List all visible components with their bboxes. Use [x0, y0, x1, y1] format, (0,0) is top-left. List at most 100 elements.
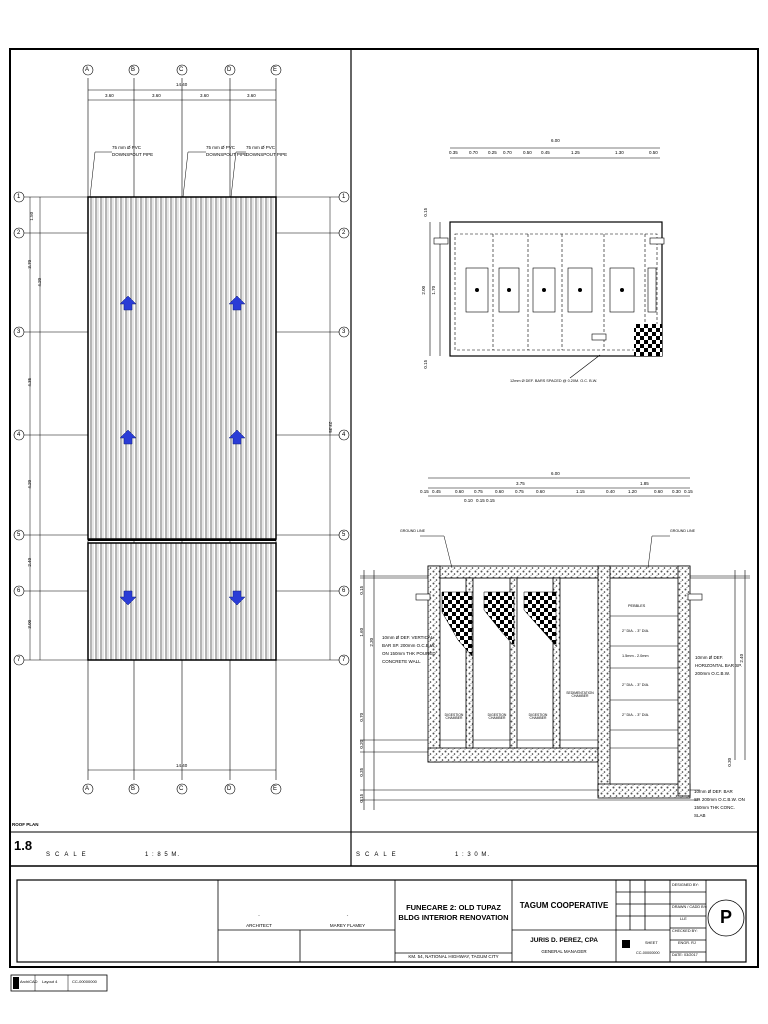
grid-row-4-right: 4	[342, 432, 346, 438]
grid-row-5-right: 5	[342, 532, 346, 538]
roof-top-dim-4: 3.60	[247, 93, 256, 98]
grid-row-3: 3	[17, 329, 21, 335]
section-overall: 6.00	[551, 471, 560, 476]
drawn-by-label: DRAWN / CADD BY:	[672, 905, 708, 909]
tank-plan-left-dim-4: 0.15	[423, 359, 429, 369]
section-top-dim-2: 0.45	[432, 489, 441, 494]
section-scale-word: SCALE	[356, 852, 401, 858]
section-top-dim-9: 0.40	[606, 489, 615, 494]
section-small-dim-1: 0.10	[464, 498, 473, 503]
section-dim-a: 3.75	[516, 481, 525, 486]
grid-col-a-bottom: A	[85, 786, 90, 792]
grid-row-4: 4	[17, 432, 21, 438]
chamber-label-1: DIGESTION CHAMBER	[444, 713, 464, 721]
sheet-code-value: CC-00000000	[636, 951, 660, 955]
chamber-label-3: DIGESTION CHAMBER	[528, 713, 548, 721]
checked-by-label: CHECKED BY:	[672, 929, 698, 933]
tank-plan-dim-2: 0.70	[469, 150, 478, 155]
checked-by-value: ENGR. RJ	[678, 941, 696, 945]
grid-col-e: E	[273, 67, 278, 73]
tank-plan-dim-7: 1.25	[571, 150, 580, 155]
note-right-4: 10mm Ø DEF. BAR	[694, 789, 733, 794]
tank-plan-dim-8: 1.30	[615, 150, 624, 155]
section-top-dim-5: 0.60	[495, 489, 504, 494]
roof-scale-word: SCALE	[46, 852, 91, 858]
grid-row-2: 2	[17, 230, 21, 236]
note-right-3: 200mm O.C.B.W.	[695, 671, 731, 676]
note-right-5: SP. 200mm O.C.B.W. ON	[694, 797, 745, 802]
tank-plan-overall: 6.00	[551, 138, 560, 143]
grid-row-5: 5	[17, 532, 21, 538]
grid-col-a: A	[85, 67, 90, 73]
sheet-code: P	[719, 907, 732, 927]
pipe-note-3b: DOWNSPOUT PIPE	[246, 152, 288, 157]
designed-by-label: DESIGNED BY:	[672, 883, 699, 887]
pipe-note-2: 75 mm Ø PVC	[206, 145, 236, 150]
section-top-dim-1: 0.15	[420, 489, 429, 494]
grid-row-7-right: 7	[342, 657, 346, 663]
tank-plan-dim-9: 0.50	[649, 150, 658, 155]
note-left-1: 10mm Ø DEF. VERTICAL	[382, 635, 434, 640]
section-dim-b: 1.85	[640, 481, 649, 486]
tank-plan-left-dim-3: 1.70	[431, 285, 437, 295]
roof-overall-width-bottom: 14.40	[176, 763, 188, 768]
section-top-dim-3: 0.60	[455, 489, 464, 494]
roof-top-dim-1: 3.60	[105, 93, 114, 98]
project-address: KM. 54, NATIONAL HIGHWAY, TAGUM CITY	[408, 954, 499, 959]
pipe-note-1: 75 mm Ø PVC	[112, 145, 142, 150]
owner-name: -	[346, 913, 349, 918]
footer-app: ArchiCAD	[20, 979, 38, 984]
grid-col-b: B	[131, 67, 136, 73]
roof-right-dim: 23.35	[327, 421, 333, 433]
grid-col-c: C	[179, 67, 184, 73]
section-left-dim-1: 0.15	[359, 585, 365, 595]
pipe-note-1b: DOWNSPOUT PIPE	[112, 152, 154, 157]
footer-layer: Layout 4	[42, 979, 58, 984]
grid-col-c-bottom: C	[179, 786, 184, 792]
section-left-dim-6: 0.35	[359, 767, 365, 777]
tank-plan-left-dim-1: 0.15	[423, 207, 429, 217]
roof-scale-value: 1 : 8 5 M.	[145, 852, 181, 858]
roof-left-dim-6: 3.00	[27, 619, 33, 629]
grid-row-3-right: 3	[342, 329, 346, 335]
roof-left-dim-1: 1.50	[29, 211, 35, 221]
section-small-dim-2: 0.15	[476, 498, 485, 503]
section-left-dim-4: 0.70	[359, 712, 365, 722]
client-name: TAGUM COOPERATIVE	[519, 901, 609, 910]
filter-layer-4: 2" DIA. - 3" DIA.	[622, 683, 650, 687]
roof-top-dim-2: 3.60	[152, 93, 161, 98]
project-title-line-2: BLDG INTERIOR RENOVATION	[398, 913, 509, 922]
note-right-1: 10mm Ø DEF.	[695, 655, 724, 660]
tank-plan-dim-5: 0.50	[523, 150, 532, 155]
roof-top-dim-3: 3.60	[200, 93, 209, 98]
section-top-dim-10: 1.20	[628, 489, 637, 494]
filter-layer-1: PEBBLES	[628, 604, 646, 608]
sheet-number: 1.8	[14, 838, 33, 853]
roof-overall-width: 14.40	[176, 82, 188, 87]
roof-left-dim-2: 3.70	[27, 259, 33, 269]
architect-name: -	[258, 913, 260, 918]
section-top-dim-12: 0.30	[672, 489, 681, 494]
filter-layer-5: 2" DIA. - 3" DIA.	[622, 713, 650, 717]
filter-layer-3: 1.5mm - 2.0mm	[622, 654, 649, 658]
tank-plan-dim-1: 0.35	[449, 150, 458, 155]
ground-line-right: GROUND LINE	[670, 529, 695, 533]
section-top-dim-11: 0.60	[654, 489, 663, 494]
section-left-dim-3: 2.30	[369, 637, 375, 647]
grid-col-e-bottom: E	[273, 786, 278, 792]
tank-plan-dim-3: 0.25	[488, 150, 497, 155]
note-left-3: ON 150mm THK POURED	[382, 651, 436, 656]
roof-left-dim-extra: 4.20	[37, 277, 43, 287]
tank-plan-dim-6: 0.45	[541, 150, 550, 155]
grid-row-2-right: 2	[342, 230, 346, 236]
drawn-by-value: LLE	[680, 917, 687, 921]
section-top-dim-7: 0.60	[536, 489, 545, 494]
ground-line-left: GROUND LINE	[400, 529, 425, 533]
date-label: DATE:	[672, 953, 683, 957]
footer-code: CC-00000000	[72, 979, 97, 984]
note-right-6: 150mm THK CONC.	[694, 805, 735, 810]
section-top-dim-6: 0.75	[515, 489, 524, 494]
note-left-4: CONCRETE WALL	[382, 659, 421, 664]
grid-row-6: 6	[17, 588, 21, 594]
